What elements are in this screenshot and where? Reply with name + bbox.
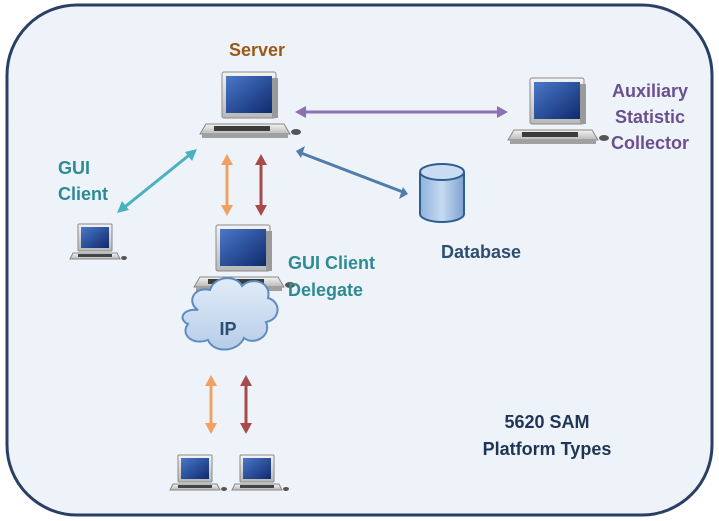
connector-server-auxiliary xyxy=(295,106,508,118)
connector-ip-clients-orange xyxy=(205,375,217,434)
cloud-icon xyxy=(181,277,279,351)
diagram-caption: 5620 SAM Platform Types xyxy=(482,412,612,459)
database-label: Database xyxy=(441,242,522,262)
server-label: Server xyxy=(228,40,286,60)
connector-server-database xyxy=(296,146,408,199)
connector-ip-clients-red xyxy=(240,375,252,434)
ip-label: IP xyxy=(219,319,237,339)
gui-client-delegate-label: GUI Client Delegate xyxy=(288,253,376,300)
connector-server-delegate-orange xyxy=(221,154,233,216)
connector-server-gui-client xyxy=(117,149,197,213)
database-icon xyxy=(419,163,465,223)
auxiliary-statistic-collector-label: Auxiliary Statistic Collector xyxy=(610,81,689,153)
gui-client-label: GUI Client xyxy=(58,158,109,204)
connector-server-delegate-red xyxy=(255,154,267,216)
